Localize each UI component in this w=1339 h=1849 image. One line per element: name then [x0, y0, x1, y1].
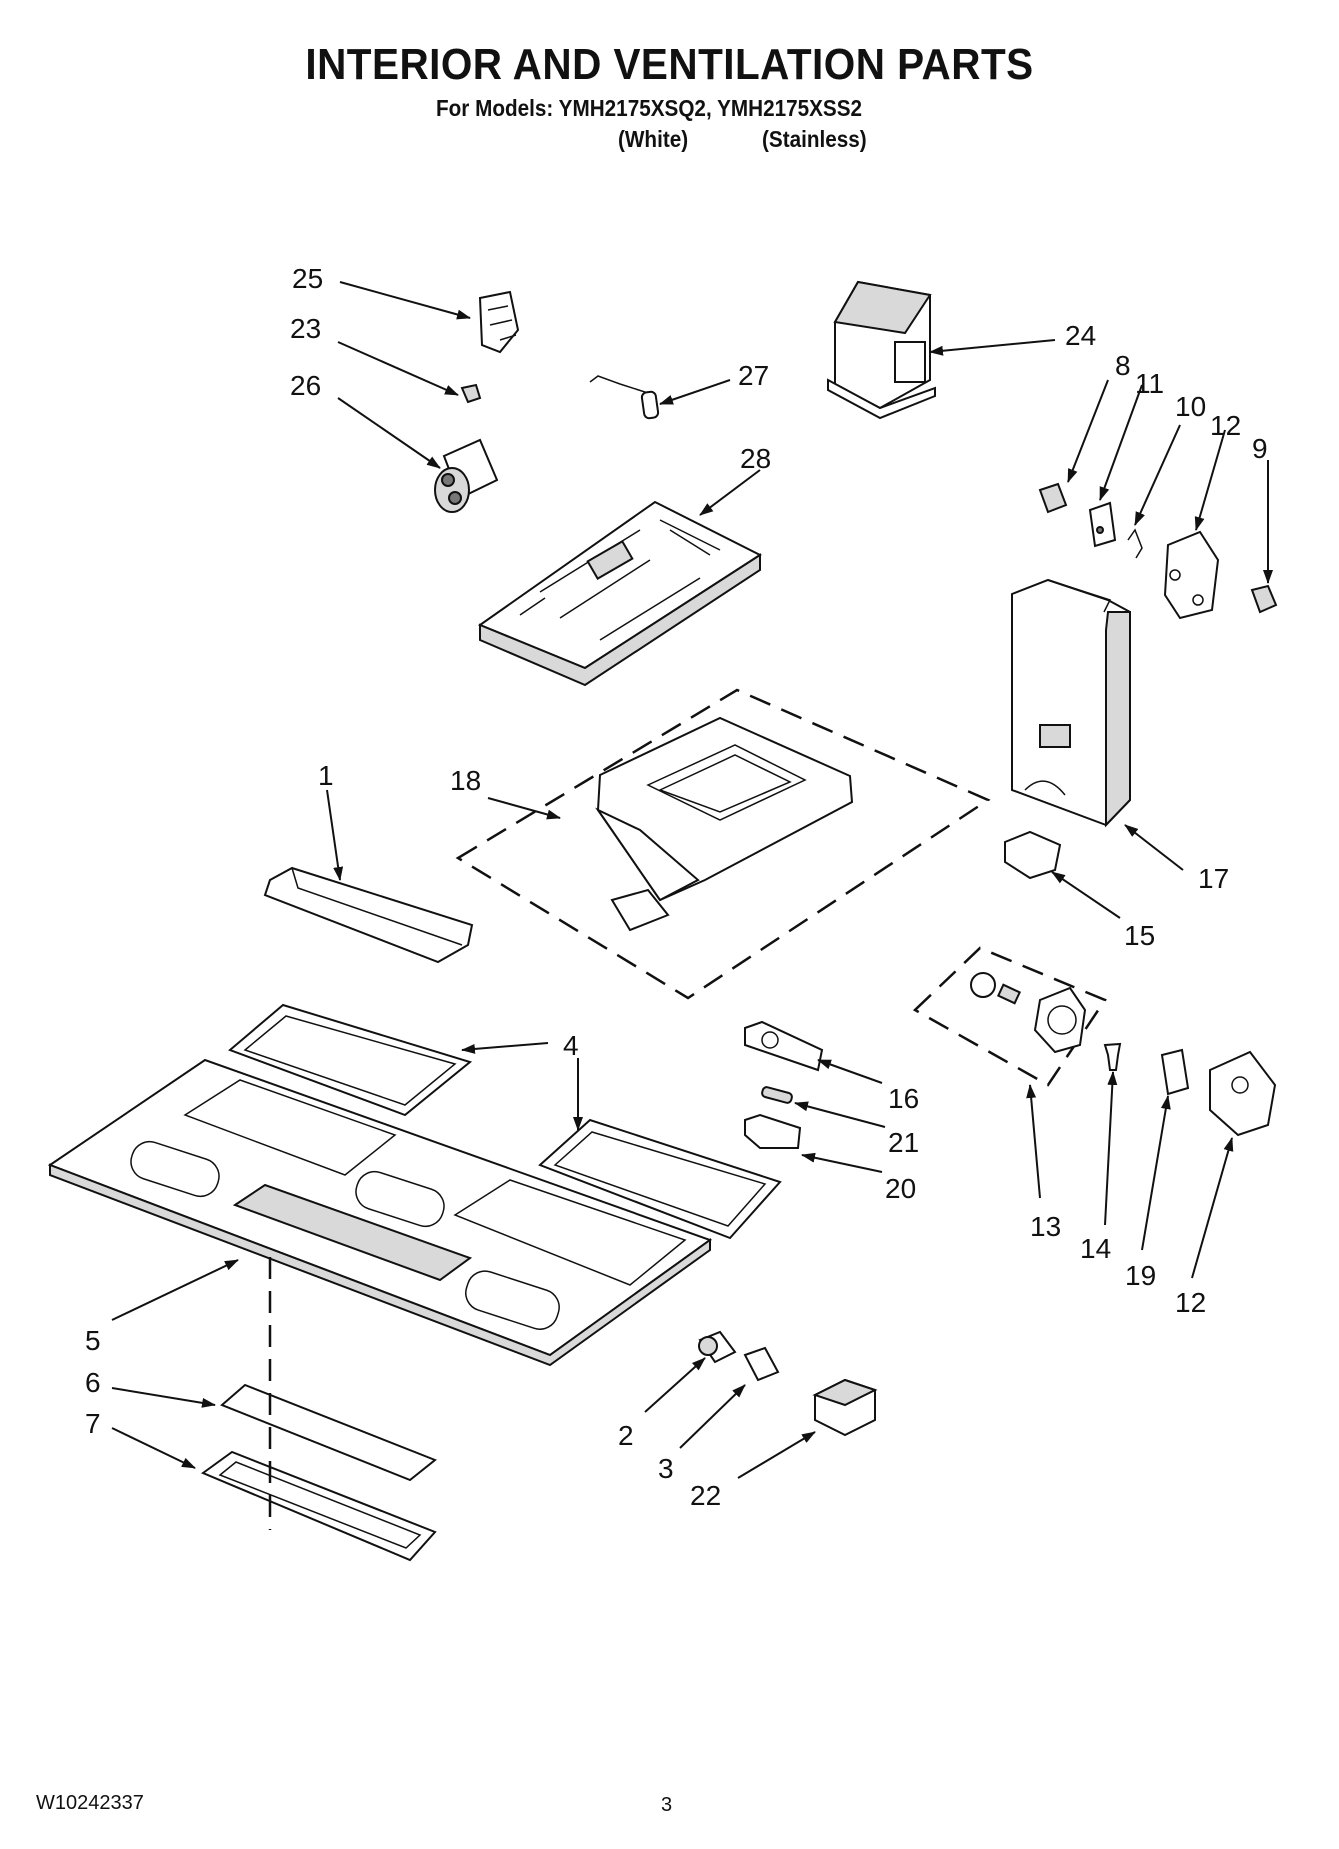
leader-lines: [111, 281, 1273, 1479]
callout-17: 17: [1198, 863, 1229, 894]
part-4-filter-left: [228, 1003, 473, 1117]
part-25-bracket: [478, 290, 520, 354]
callout-14: 14: [1080, 1233, 1111, 1264]
callout-23: 23: [290, 313, 321, 344]
part-11-switch: [1088, 501, 1117, 548]
callout-22: 22: [690, 1480, 721, 1511]
callout-9: 9: [1252, 433, 1268, 464]
part-14-screw: [1103, 1042, 1122, 1071]
part-12-interlock-top: [1163, 530, 1220, 620]
page-title: INTERIOR AND VENTILATION PARTS: [305, 40, 1034, 89]
part-27-diode: [589, 375, 660, 420]
part-28-plate: [477, 500, 763, 687]
callout-2: 2: [618, 1420, 634, 1451]
callout-25: 25: [292, 263, 323, 294]
part-6-filter: [220, 1383, 437, 1482]
callout-12-bottom: 12: [1175, 1287, 1206, 1318]
part-12-interlock-bottom: [1209, 1050, 1277, 1137]
part-26-capacitor: [434, 438, 499, 513]
part-15-box: [1004, 830, 1062, 880]
part-2-lamp-socket: [698, 1330, 737, 1364]
page-number: 3: [661, 1794, 673, 1816]
part-13-motor-group: [912, 946, 1107, 1087]
callout-4: 4: [563, 1030, 579, 1061]
part-20-fuse-holder: [744, 1113, 802, 1149]
part-18-air-guide-group: [455, 688, 991, 1000]
callout-5: 5: [85, 1325, 101, 1356]
part-8-switch: [1038, 482, 1068, 514]
callout-labels: 25 23 26 27 24 28 8 11 10 12 9 1 18 17 1…: [85, 263, 1268, 1511]
callout-6: 6: [85, 1367, 101, 1398]
part-5-bottom-plate: [47, 1058, 713, 1367]
part-7-frame: [200, 1450, 437, 1562]
callout-12-top: 12: [1210, 410, 1241, 441]
part-4-filter-right: [538, 1118, 782, 1240]
callout-21: 21: [888, 1127, 919, 1158]
part-3-lamp: [743, 1346, 780, 1382]
callout-15: 15: [1124, 920, 1155, 951]
document-number: W10242337: [36, 1792, 144, 1814]
part-23-clip: [460, 383, 482, 404]
part-22-box: [812, 1378, 878, 1437]
part-9-switch: [1250, 584, 1278, 614]
callout-1: 1: [318, 760, 334, 791]
callout-10: 10: [1175, 391, 1206, 422]
part-1-grille: [263, 866, 474, 964]
callout-3: 3: [658, 1453, 674, 1484]
callout-8: 8: [1115, 350, 1131, 381]
callout-24: 24: [1065, 320, 1096, 351]
part-24-transformer: [827, 280, 936, 420]
part-16-bracket: [744, 1020, 824, 1072]
callout-18: 18: [450, 765, 481, 796]
part-17-air-duct: [1011, 578, 1131, 828]
callout-28: 28: [740, 443, 771, 474]
model-numbers: For Models: YMH2175XSQ2, YMH2175XSS2: [436, 95, 863, 121]
callout-20: 20: [885, 1173, 916, 1204]
callout-11: 11: [1135, 368, 1164, 399]
variant-white: (White): [618, 126, 689, 152]
callout-13: 13: [1030, 1211, 1061, 1242]
variant-stainless: (Stainless): [762, 126, 867, 152]
callout-19: 19: [1125, 1260, 1156, 1291]
callout-7: 7: [85, 1408, 101, 1439]
callout-16: 16: [888, 1083, 919, 1114]
part-21-fuse: [761, 1086, 793, 1104]
part-10-lever: [1127, 528, 1143, 559]
callout-26: 26: [290, 370, 321, 401]
part-19-switch: [1160, 1048, 1190, 1096]
callout-27: 27: [738, 360, 769, 391]
